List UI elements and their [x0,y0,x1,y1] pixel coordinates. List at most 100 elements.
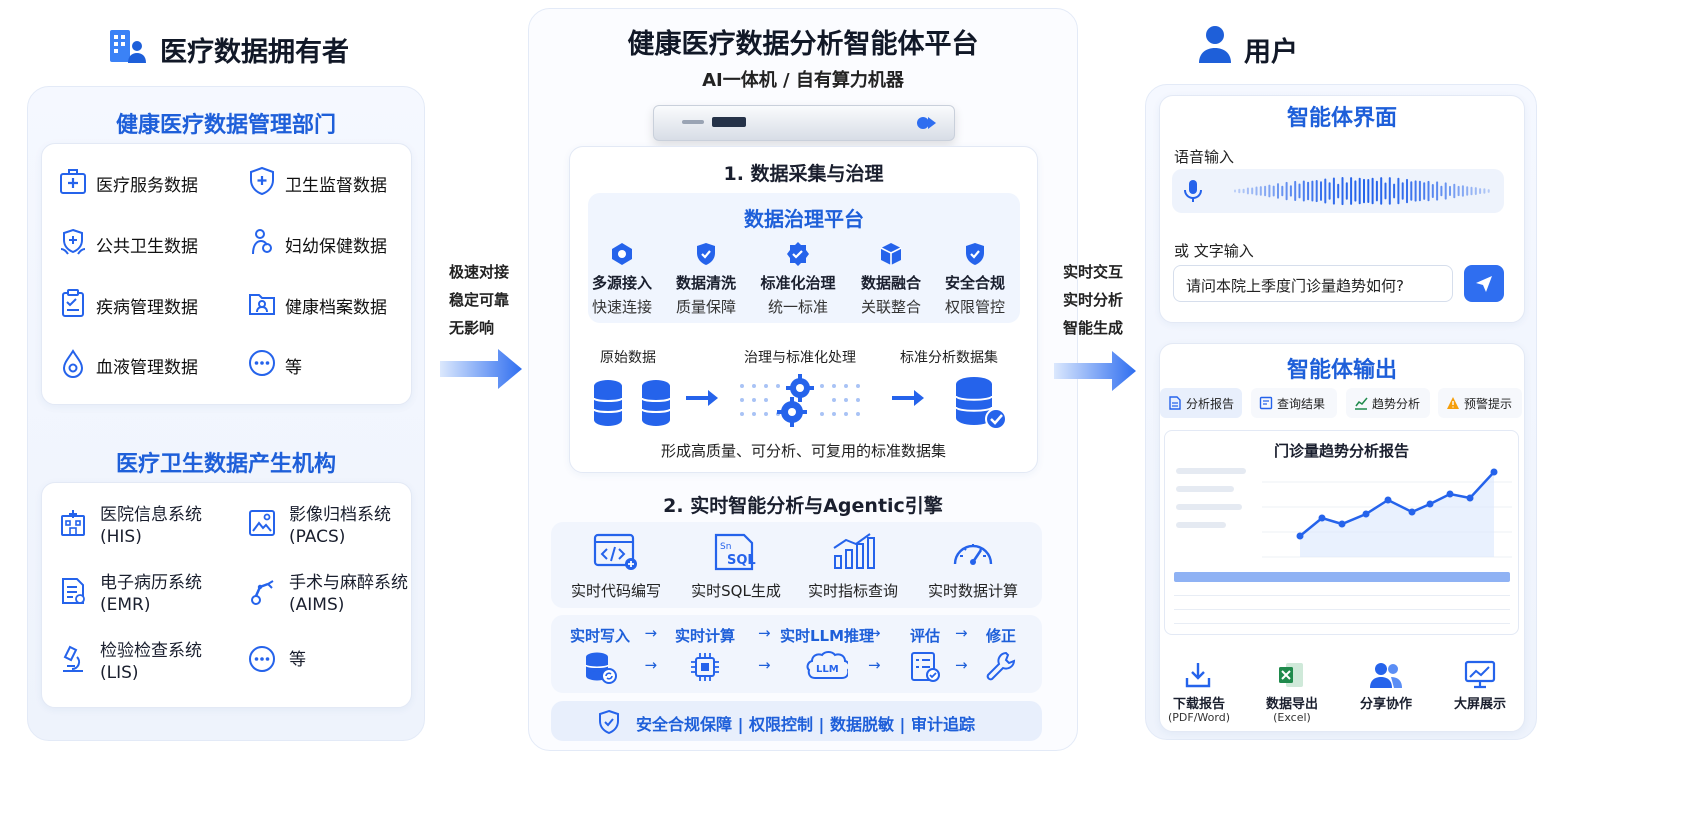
checklist-icon [908,650,942,684]
appliance-slot [712,117,746,127]
section1-caption: 形成高质量、可分析、可复用的标准数据集 [660,442,946,460]
more-icon [247,348,277,378]
engine-feature-label: 实时SQL生成 [691,582,781,600]
raw-database-icon [590,378,680,428]
microscope-icon [58,644,88,674]
left-flow-labels: 极速对接 稳定可靠 无影响 [449,258,509,342]
pipeline-arrow: → [644,656,658,674]
action-label[interactable]: 数据导出 [1265,697,1318,712]
action-label[interactable]: 大屏展示 [1453,697,1506,712]
dept-title: 健康医疗数据管理部门 [115,113,336,138]
voice-input-bar[interactable] [1172,169,1504,213]
surgery-arm-icon [247,576,277,606]
action-label[interactable]: 分享协作 [1359,697,1412,712]
report-doc-icon [1168,396,1182,410]
appliance-logo-icon [916,114,938,132]
cube-icon [878,241,904,267]
platform-subtitle: AI一体机 / 自有算力机器 [702,70,904,91]
dept-item-label: 血液管理数据 [96,358,198,378]
governance-feature-title: 数据融合 [860,274,921,292]
shield-check-icon [962,241,988,267]
output-tab[interactable]: 分析报告 [1160,388,1242,418]
left-flow-label: 极速对接 [449,263,510,281]
flow-arrow-icon [686,388,718,408]
agent-output-title: 智能体输出 [1286,358,1397,383]
pipeline-step-label: 实时计算 [674,627,735,645]
pipeline-arrow: → [644,624,658,642]
badge-check-icon [785,241,811,267]
user-icon [1198,24,1232,64]
inst-item-code: (PACS) [289,527,346,547]
action-label[interactable]: 下载报告 [1172,697,1225,712]
trend-line-chart [1262,462,1512,562]
output-tab-label: 趋势分析 [1372,397,1421,411]
output-tab[interactable]: 查询结果 [1251,388,1337,418]
download-icon[interactable] [1183,660,1215,690]
pipeline-arrow: → [955,624,968,642]
inst-item-code: (LIS) [100,663,139,683]
standard-dataset-icon [952,375,1008,431]
waveform-icon [1230,173,1498,209]
shield-hands-icon [58,227,88,257]
query-input[interactable]: 请问本院上季度门诊量趋势如何? [1173,265,1453,302]
compliance-text: 安全合规保障 | 权限控制 | 数据脱敏 | 审计追踪 [636,715,975,734]
dept-item-label: 卫生监督数据 [285,176,387,196]
table-row [1174,610,1510,624]
engine-feature-label: 实时代码编写 [570,582,661,600]
report-title: 门诊量趋势分析报告 [1273,442,1409,460]
ai-appliance [653,105,955,141]
flow-stage-label: 原始数据 [600,350,656,366]
bar-chart-icon [830,532,876,572]
governance-feature-title: 标准化治理 [760,274,836,292]
inst-item-label: 影像归档系统 [289,505,391,525]
summary-line [1176,468,1246,474]
pipeline-arrow: → [758,656,771,674]
dept-item-label: 健康档案数据 [285,298,387,318]
inst-item-code: (AIMS) [289,595,345,615]
pipeline-arrow: → [868,624,881,642]
governance-feature-title: 数据清洗 [675,274,736,292]
dept-item-label: 妇幼保健数据 [285,237,387,257]
inst-item-text: 检验检查系统(LIS) [100,640,202,684]
folder-person-icon [247,288,277,318]
people-icon[interactable] [1369,660,1403,690]
engine-feature-label: 实时指标查询 [807,582,898,600]
section1-title: 1. 数据采集与治理 [723,163,884,185]
send-icon [1474,274,1494,294]
inst-item-code: (EMR) [100,595,151,615]
output-tab[interactable]: 预警提示 [1438,388,1522,418]
pipeline-arrow: → [758,624,771,642]
inst-item-label: 等 [289,650,306,670]
pipeline-arrow: → [955,656,968,674]
dept-item-label: 等 [285,358,302,378]
output-tab-label: 预警提示 [1464,397,1513,411]
platform-title: 健康医疗数据分析智能体平台 [627,29,979,60]
pipeline-box [551,615,1042,693]
governance-feature-sub: 快速连接 [591,298,652,316]
inst-card [41,482,412,708]
excel-icon[interactable] [1276,660,1308,690]
inst-item-text: 医院信息系统(HIS) [100,504,202,548]
monitor-icon[interactable] [1464,660,1496,690]
flow-stage-label: 治理与标准化处理 [744,350,856,366]
voice-input-label: 语音输入 [1174,148,1235,166]
trend-icon [1354,396,1368,410]
inst-item-label: 电子病历系统 [100,573,202,593]
emr-doc-icon [58,576,88,606]
inst-item-text: 影像归档系统(PACS) [289,504,391,548]
flow-arrow-icon [892,388,924,408]
shield-check-icon [596,709,622,735]
inst-item-text: 手术与麻醉系统(AIMS) [289,572,408,616]
microphone-icon[interactable] [1182,179,1204,203]
agent-ui-title: 智能体界面 [1286,106,1397,131]
send-button[interactable] [1464,265,1504,302]
dept-card [41,143,412,405]
left-flow-label: 无影响 [449,319,495,337]
llm-brain-icon: LLM [806,650,848,684]
output-tab[interactable]: 趋势分析 [1346,388,1430,418]
inst-item-label: 检验检查系统 [100,641,202,661]
hexagon-icon [609,241,635,267]
compliance-bar [551,701,1042,741]
image-archive-icon [247,508,277,538]
